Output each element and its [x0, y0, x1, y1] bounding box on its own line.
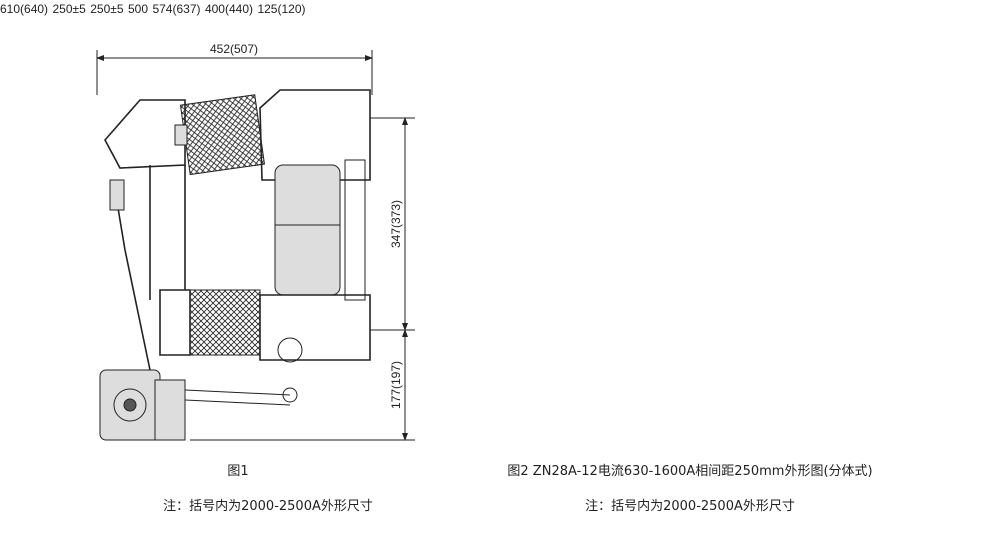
fig2-shaft-dim: 125(120) [257, 2, 306, 16]
figure2-note: 注：括号内为2000-2500A外形尺寸 [585, 499, 795, 514]
fig2-pitch-right-dim: 250±5 [90, 2, 124, 16]
fig2-height-dim: 574(637) [152, 2, 201, 16]
fig1-width-dim: 452(507) [210, 42, 258, 56]
figure2-drawing: 610(640) 250±5 250±5 500 574(637) 400(44… [0, 0, 306, 17]
figure1-caption: 图1 [227, 464, 249, 479]
figure1-note: 注：括号内为2000-2500A外形尺寸 [163, 499, 373, 514]
fig2-width-dim: 610(640) [0, 2, 49, 16]
fig2-mid-height-dim: 400(440) [204, 2, 253, 16]
fig2-pitch-left-dim: 250±5 [52, 2, 86, 16]
fig1-lower-height-dim: 177(197) [389, 361, 403, 409]
figure2-caption: 图2 ZN28A-12电流630-1600A相间距250mm外形图(分体式) [507, 464, 873, 479]
fig2-inner-dim: 500 [127, 2, 148, 16]
figure1-drawing: 452(507) 347(373) 177(197) [96, 42, 415, 441]
fig1-upper-height-dim: 347(373) [389, 200, 403, 248]
